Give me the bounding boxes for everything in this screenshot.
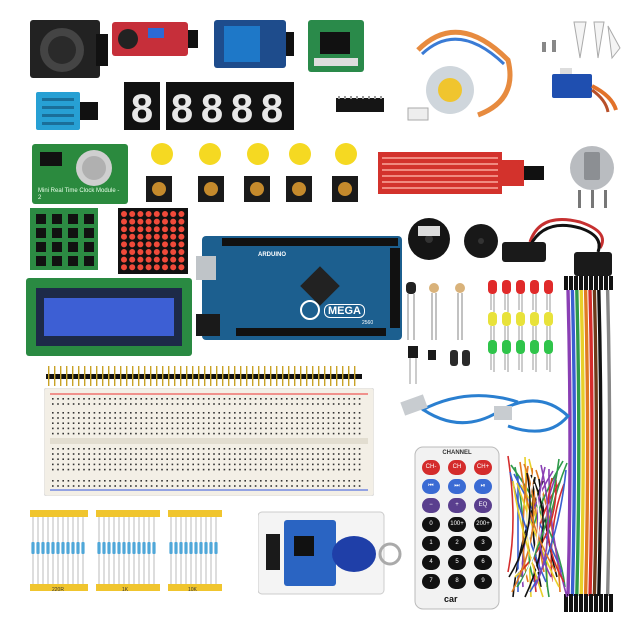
seven-segment-single: 8 [124,82,160,131]
remote-button: ⏯ [474,479,492,494]
svg-text:8: 8 [131,87,153,130]
ic-chip [336,96,384,114]
remote-button: ⏭ [448,479,466,494]
remote-button: CH- [422,460,440,475]
svg-text:8: 8 [171,87,193,130]
rfid-module [257,510,404,598]
remote-button: 200+ [474,517,492,532]
resistor-pack-10k: 10K [168,510,222,598]
jumper-wires-bundle [502,452,574,608]
remote-button: − [422,498,440,513]
breadboard [43,387,375,497]
battery-clip-9v [500,212,614,282]
resistor-label-1k: 1K [122,587,129,593]
push-buttons [146,176,362,204]
relay-module [214,20,294,68]
active-buzzer [406,216,452,262]
remote-button: 1 [422,536,440,551]
svg-text:8: 8 [231,87,253,130]
pin-header-strip [46,366,362,386]
remote-button: 5 [448,555,466,570]
remote-button: 4 [422,555,440,570]
passive-buzzer [462,222,500,260]
rtc-module: Mini Real Time Clock Module - 2 [32,144,128,204]
keypad-4x4 [30,208,98,270]
servo-horns [538,18,622,64]
sensor-components [402,280,478,390]
stepper-driver-board [308,20,364,72]
resistor-pack-220r: 220R [30,510,88,598]
resistor-label-220r: 220R [52,587,64,593]
svg-text:8: 8 [201,87,223,130]
resistor-label-10k: 10K [188,587,197,593]
remote-button: 6 [474,555,492,570]
water-level-sensor [378,152,548,194]
stepper-motor [398,20,524,130]
board-model: MEGA [324,304,365,318]
joystick-module [30,20,108,80]
remote-button: 100+ [448,517,466,532]
remote-button: + [448,498,466,513]
potentiometer [566,144,618,210]
dht11-sensor [36,92,98,130]
rtc-label: Mini Real Time Clock Module - 2 [38,188,120,201]
sound-sensor-module [112,22,198,56]
remote-button: ⏮ [422,479,440,494]
board-model-number: 2560 [362,320,374,326]
board-brand: ARDUINO [258,252,286,258]
led-dot-matrix [118,208,188,274]
remote-button: CH [448,460,466,475]
remote-button: 0 [422,517,440,532]
remote-button: 9 [474,574,492,589]
lcd-1602-display [26,278,192,356]
servo-motor [546,66,622,116]
remote-button: 3 [474,536,492,551]
usb-cable [398,382,574,442]
remote-brand: car [444,594,458,604]
remote-channel-label: CHANNEL [442,450,472,456]
remote-button: 7 [422,574,440,589]
svg-text:8: 8 [261,87,283,130]
remote-button: CH+ [474,460,492,475]
button-caps [150,142,362,166]
led-set [484,278,556,384]
remote-button: 8 [448,574,466,589]
arduino-mega-board: ARDUINO MEGA 2560 [196,232,408,344]
remote-button: EQ [474,498,492,513]
jumper-wires-ribbon [560,276,620,616]
remote-button: 2 [448,536,466,551]
resistor-pack-1k: 1K [96,510,160,598]
